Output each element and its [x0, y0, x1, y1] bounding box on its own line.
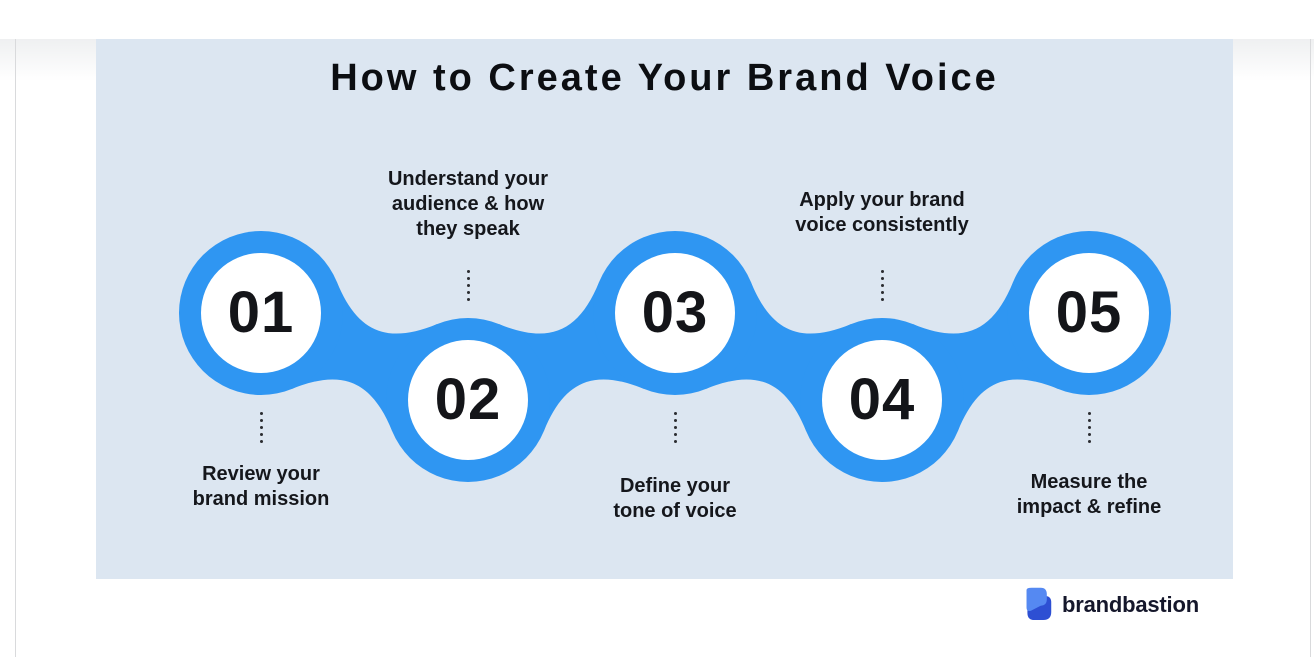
infographic-panel: How to Create Your Brand Voice 01 02 03 …: [96, 39, 1233, 579]
step-label-05: Measure the impact & refine: [1016, 471, 1162, 518]
dotted-connector-03: [673, 412, 677, 415]
brand-logo: brandbastion: [1023, 586, 1199, 624]
step-number-02: 02: [434, 367, 502, 432]
step-circle-02: [408, 340, 528, 460]
step-circle-05: [1029, 253, 1149, 373]
step-number-03: 03: [641, 280, 709, 345]
dotted-connector-02: [466, 270, 470, 273]
process-chain-graphic: [179, 231, 1171, 482]
step-number-04: 04: [848, 367, 916, 432]
dotted-connector-05: [1087, 412, 1091, 415]
step-circle-01: [201, 253, 321, 373]
step-number-01: 01: [227, 280, 295, 345]
brandbastion-b-icon: [1026, 587, 1052, 620]
page-right-border: [1310, 39, 1311, 657]
step-circle-04: [822, 340, 942, 460]
dotted-connector-04: [880, 270, 884, 273]
page-title: How to Create Your Brand Voice: [330, 57, 999, 99]
dotted-connector-01: [259, 412, 263, 415]
page-left-border: [15, 39, 16, 657]
brand-logo-text: brandbastion: [1062, 592, 1199, 617]
step-label-04: Apply your brand voice consistently: [795, 189, 969, 236]
step-label-03: Define your tone of voice: [613, 475, 737, 522]
step-label-02: Understand your audience & how they spea…: [387, 168, 549, 240]
step-circle-03: [615, 253, 735, 373]
step-number-05: 05: [1055, 280, 1123, 345]
step-label-01: Review your brand mission: [192, 463, 330, 510]
